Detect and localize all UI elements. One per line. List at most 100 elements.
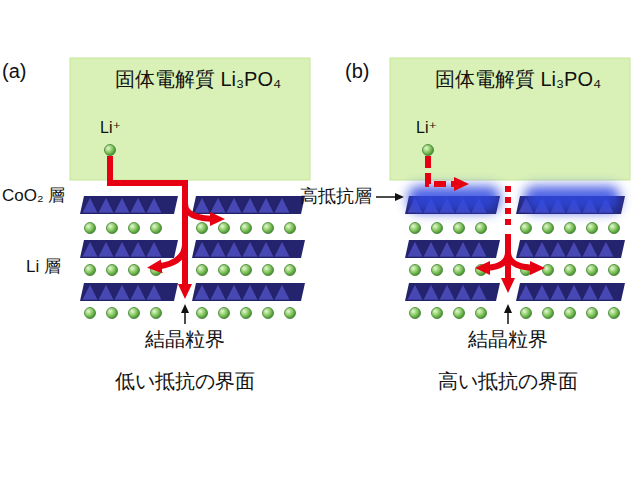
li-atom <box>454 308 465 319</box>
panel-caption: 低い抵抗の界面 <box>115 370 255 393</box>
ion-label: Li⁺ <box>416 118 437 137</box>
coo2-octahedron <box>423 241 439 257</box>
coo2-octahedron <box>407 241 423 257</box>
coo2-octahedron <box>455 284 471 300</box>
coo2-octahedron <box>258 284 274 300</box>
ion-path-branch <box>508 252 538 268</box>
coo2-octahedron <box>146 241 162 257</box>
coo2-octahedron <box>114 241 130 257</box>
li-atom <box>521 308 532 319</box>
electrolyte-box: 固体電解質 Li₃PO₄ Li⁺ <box>390 58 640 180</box>
li-atom <box>432 308 443 319</box>
li-atom <box>587 223 598 234</box>
coo2-octahedron <box>210 241 226 257</box>
li-atom <box>107 223 118 234</box>
coo2-layer <box>516 283 625 301</box>
li-atom <box>476 308 487 319</box>
coo2-octahedron <box>210 284 226 300</box>
li-atom <box>219 223 230 234</box>
coo2-octahedron <box>582 284 598 300</box>
li-atom <box>432 265 443 276</box>
box-title: 固体電解質 Li₃PO₄ <box>70 58 326 93</box>
li-atom <box>565 223 576 234</box>
leader-line <box>184 308 186 324</box>
coo2-octahedron <box>130 241 146 257</box>
li-atom <box>285 223 296 234</box>
coo2-octahedron <box>423 284 439 300</box>
blur-band <box>408 186 500 212</box>
panel-letter: (b) <box>345 60 369 83</box>
coo2-octahedron <box>274 241 290 257</box>
li-atom <box>263 223 274 234</box>
electrolyte-box: 固体電解質 Li₃PO₄ Li⁺ <box>70 58 326 180</box>
li-atom <box>410 265 421 276</box>
li-atom <box>476 223 487 234</box>
coo2-octahedron <box>550 241 566 257</box>
coo2-octahedron <box>194 284 210 300</box>
coo2-octahedron <box>518 284 534 300</box>
ion-path-branch <box>185 204 218 219</box>
coo2-octahedron <box>407 284 423 300</box>
li-atom <box>241 308 252 319</box>
li-atom <box>521 223 532 234</box>
coo2-octahedron <box>242 284 258 300</box>
coo2-layer <box>516 240 625 258</box>
layer-label: CoO₂ 層 <box>2 186 65 206</box>
panel-letter: (a) <box>2 60 26 83</box>
layer-label: 高抵抗層 <box>300 186 372 207</box>
coo2-octahedron <box>534 241 550 257</box>
li-atom <box>85 308 96 319</box>
grain-boundary-label: 結晶粒界 <box>468 328 548 351</box>
coo2-octahedron <box>518 241 534 257</box>
panel-caption: 高い抵抗の界面 <box>438 370 578 393</box>
coo2-octahedron <box>598 241 614 257</box>
li-atom <box>263 265 274 276</box>
li-atom <box>85 223 96 234</box>
coo2-octahedron <box>146 197 162 213</box>
li-atom <box>129 308 140 319</box>
li-atom <box>151 308 162 319</box>
li-atom <box>197 223 208 234</box>
blur-band <box>524 186 620 212</box>
coo2-octahedron <box>439 241 455 257</box>
li-atom <box>263 308 274 319</box>
coo2-octahedron <box>598 284 614 300</box>
li-atom <box>609 265 620 276</box>
coo2-octahedron <box>226 284 242 300</box>
ion-path-branch <box>154 244 185 267</box>
coo2-octahedron <box>274 197 290 213</box>
coo2-layer <box>192 283 305 301</box>
coo2-octahedron <box>471 284 487 300</box>
li-atom <box>587 265 598 276</box>
coo2-octahedron <box>82 241 98 257</box>
coo2-octahedron <box>242 241 258 257</box>
coo2-octahedron <box>130 284 146 300</box>
ion-path <box>428 156 538 286</box>
coo2-octahedron <box>550 284 566 300</box>
coo2-octahedron <box>98 284 114 300</box>
ion-path <box>110 156 218 292</box>
coo2-octahedron <box>258 197 274 213</box>
ion-label: Li⁺ <box>100 118 121 137</box>
li-atom <box>587 308 598 319</box>
li-atom <box>107 308 118 319</box>
coo2-octahedron <box>210 197 226 213</box>
li-ion <box>423 145 434 156</box>
coo2-octahedron <box>194 197 210 213</box>
li-atom <box>107 265 118 276</box>
layer-label: Li 層 <box>26 257 61 277</box>
coo2-octahedron <box>274 284 290 300</box>
box-title: 固体電解質 Li₃PO₄ <box>390 58 640 93</box>
coo2-layer <box>192 240 305 258</box>
li-atom <box>565 265 576 276</box>
coo2-layer <box>405 283 500 301</box>
li-atom <box>454 223 465 234</box>
coo2-octahedron <box>194 241 210 257</box>
coo2-octahedron <box>242 197 258 213</box>
li-atom <box>454 265 465 276</box>
leader-line <box>507 308 509 324</box>
li-atom <box>609 223 620 234</box>
li-atom <box>609 308 620 319</box>
li-atom <box>151 223 162 234</box>
li-atom <box>241 265 252 276</box>
